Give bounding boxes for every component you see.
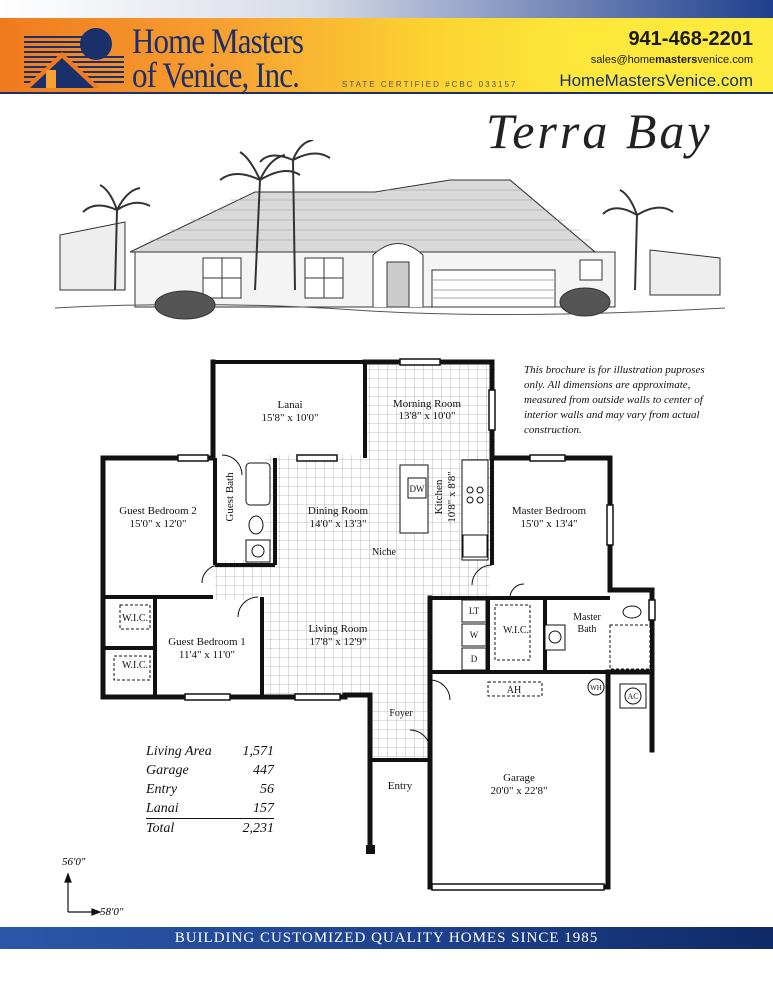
area-row-garage: Garage 447 <box>146 761 274 780</box>
sunrise-roof-logo-icon <box>24 28 124 88</box>
dimension-arrows <box>64 872 102 916</box>
fixtures <box>113 459 651 709</box>
niche-label: Niche <box>372 547 396 558</box>
area-value: 56 <box>260 782 274 797</box>
footer-banner: BUILDING CUSTOMIZED QUALITY HOMES SINCE … <box>0 927 773 949</box>
interior-walls <box>103 360 610 762</box>
wic-label-2: W.I.C. <box>122 660 148 671</box>
foyer-label: Foyer <box>389 708 413 719</box>
laundry-tub-label: LT <box>469 606 480 616</box>
washer-label: W <box>470 630 479 640</box>
area-table: Living Area 1,571 Garage 447 Entry 56 Lanai… <box>146 742 274 837</box>
dining-room-size: 14'0" x 13'3" <box>310 518 367 530</box>
living-room-label: Living Room <box>309 623 368 635</box>
brochure-header: Home Masters of Venice, Inc. STATE CERTI… <box>0 18 773 95</box>
wic-label-master: W.I.C. <box>503 625 529 636</box>
model-name-title: Terra Bay <box>486 103 713 159</box>
kitchen-label: Kitchen <box>433 479 445 514</box>
footer-slogan: BUILDING CUSTOMIZED QUALITY HOMES SINCE … <box>174 930 599 946</box>
website-link[interactable]: HomeMastersVenice.com <box>559 71 753 90</box>
area-row-entry: Entry 56 <box>146 780 274 799</box>
dryer-label: D <box>471 654 478 664</box>
brand-name-line2: of Venice, Inc. <box>132 55 300 95</box>
guest-bath-label: Guest Bath <box>224 472 236 522</box>
morning-room-label: Morning Room <box>393 398 462 410</box>
width-dimension: 58'0" <box>100 906 124 918</box>
guest-bedroom-1-size: 11'4" x 11'0" <box>179 649 235 661</box>
dining-room-label: Dining Room <box>308 505 369 517</box>
water-heater-label: WH <box>590 684 602 692</box>
phone-number[interactable]: 941-468-2201 <box>628 28 753 50</box>
brand-name-line1: Home Masters <box>132 21 304 61</box>
guest-bedroom-2-size: 15'0" x 12'0" <box>130 518 187 530</box>
guest-bedroom-2-label: Guest Bedroom 2 <box>119 505 197 517</box>
master-bedroom-size: 15'0" x 13'4" <box>521 518 578 530</box>
master-bedroom-label: Master Bedroom <box>512 505 587 517</box>
windows <box>177 358 656 891</box>
email-bold: masters <box>655 54 698 66</box>
area-label: Living Area <box>146 744 212 759</box>
top-gradient-band <box>0 0 773 18</box>
air-handler-label: AH <box>507 685 521 696</box>
living-room-size: 17'8" x 12'9" <box>310 636 367 648</box>
house-elevation-illustration <box>55 140 725 320</box>
dishwasher-label: DW <box>410 484 425 494</box>
morning-room-size: 13'8" x 10'0" <box>399 410 456 422</box>
wic-label-1: W.I.C. <box>122 613 148 624</box>
entry-label: Entry <box>388 780 413 792</box>
garage-label: Garage <box>503 772 535 784</box>
door-swings <box>201 454 525 761</box>
depth-dimension: 56'0" <box>62 856 86 868</box>
area-row-lanai: Lanai 157 <box>146 799 274 818</box>
disclaimer-text: This brochure is for illustration pupros… <box>524 364 705 436</box>
area-total-value: 2,231 <box>242 821 275 836</box>
certification-number: STATE CERTIFIED #CBC 033157 <box>342 80 518 89</box>
email-suffix: venice.com <box>697 54 753 66</box>
area-value: 447 <box>253 763 274 778</box>
floor-plan: Lanai 15'8" x 10'0" Morning Room 13'8" x… <box>64 358 656 916</box>
kitchen-size: 10'8" x 8'8" <box>446 471 458 522</box>
email-prefix: sales@home <box>590 54 656 66</box>
area-row-total: Total 2,231 <box>146 818 274 837</box>
master-bath-label-2: Bath <box>578 624 597 635</box>
master-bath-label-1: Master <box>573 612 601 623</box>
area-label: Entry <box>146 782 178 797</box>
email-address[interactable]: sales@homemastersvenice.com <box>591 54 753 66</box>
area-label: Lanai <box>146 801 179 816</box>
lanai-size: 15'8" x 10'0" <box>262 412 319 424</box>
area-total-label: Total <box>146 821 175 836</box>
area-label: Garage <box>146 763 189 778</box>
area-row-living: Living Area 1,571 <box>146 742 274 761</box>
area-value: 1,571 <box>242 744 275 759</box>
ac-unit-label: AC <box>627 692 638 701</box>
guest-bedroom-1-label: Guest Bedroom 1 <box>168 636 246 648</box>
lanai-label: Lanai <box>277 399 302 411</box>
garage-size: 20'0" x 22'8" <box>491 785 548 797</box>
entry-column <box>366 845 375 854</box>
area-value: 157 <box>253 801 274 816</box>
